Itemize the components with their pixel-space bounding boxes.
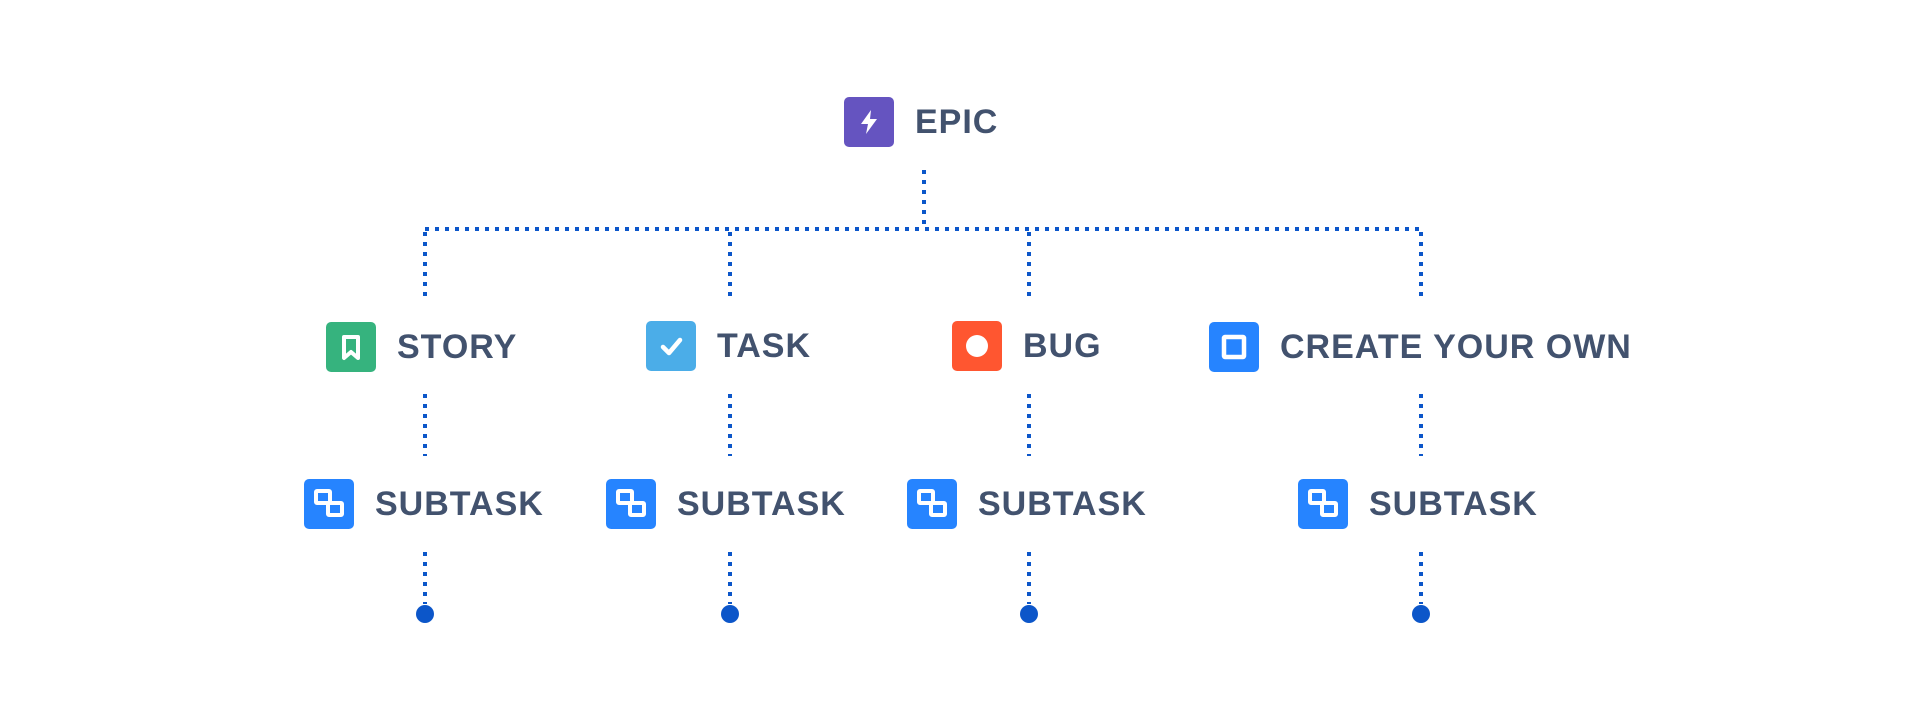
end-dot	[721, 605, 739, 623]
end-dot	[1412, 605, 1430, 623]
subtask-icon	[606, 479, 656, 529]
bug-label: BUG	[1023, 327, 1102, 365]
subtask-label: SUBTASK	[375, 485, 544, 523]
lightning-bolt-icon	[844, 97, 894, 147]
epic-node: EPIC	[844, 97, 998, 147]
subtask-icon	[907, 479, 957, 529]
square-outline-icon	[1209, 322, 1259, 372]
bookmark-icon	[326, 322, 376, 372]
end-dot	[416, 605, 434, 623]
bug-subtask-node: SUBTASK	[907, 479, 1147, 529]
task-label: TASK	[717, 327, 812, 365]
create-your-own-subtask-node: SUBTASK	[1298, 479, 1538, 529]
story-label: STORY	[397, 328, 518, 366]
epic-label: EPIC	[915, 103, 999, 141]
subtask-label: SUBTASK	[1369, 485, 1538, 523]
create-your-own-label: CREATE YOUR OWN	[1280, 328, 1632, 366]
task-subtask-node: SUBTASK	[606, 479, 846, 529]
create-your-own-node: CREATE YOUR OWN	[1209, 322, 1632, 372]
checkmark-icon	[646, 321, 696, 371]
story-subtask-node: SUBTASK	[304, 479, 544, 529]
story-node: STORY	[326, 322, 517, 372]
end-dot	[1020, 605, 1038, 623]
subtask-label: SUBTASK	[677, 485, 846, 523]
circle-icon	[952, 321, 1002, 371]
subtask-icon	[1298, 479, 1348, 529]
bug-node: BUG	[952, 321, 1102, 371]
subtask-icon	[304, 479, 354, 529]
subtask-label: SUBTASK	[978, 485, 1147, 523]
task-node: TASK	[646, 321, 811, 371]
